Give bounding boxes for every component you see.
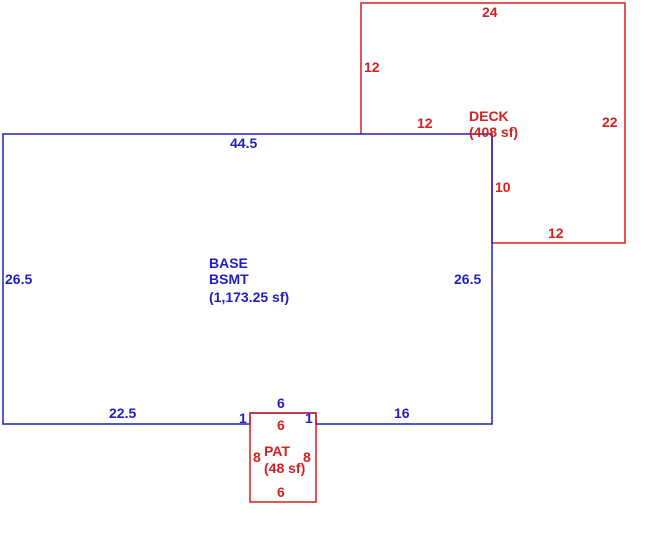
base-name-line1: BASE <box>209 255 248 271</box>
base-dim-notch-top: 6 <box>277 395 285 411</box>
base-area: (1,173.25 sf) <box>209 289 289 305</box>
base-dim-bottom-right: 16 <box>394 405 410 421</box>
deck-dim-top: 24 <box>482 4 498 20</box>
base-dim-bottom-left: 22.5 <box>109 405 136 421</box>
patio-dim-bottom: 6 <box>277 484 285 500</box>
patio-name: PAT <box>264 443 290 459</box>
base-dim-top: 44.5 <box>230 135 257 151</box>
patio-area: (48 sf) <box>264 460 305 476</box>
patio-outline <box>249 412 317 503</box>
patio-dim-right: 8 <box>303 449 311 465</box>
base-name-line2: BSMT <box>209 271 249 287</box>
base-dim-notch-left: 1 <box>239 410 247 426</box>
deck-dim-bottom: 12 <box>548 225 564 241</box>
base-dim-left: 26.5 <box>5 271 32 287</box>
deck-name: DECK <box>469 108 509 124</box>
base-dim-notch-right: 1 <box>305 410 313 426</box>
base-dim-right: 26.5 <box>454 271 481 287</box>
deck-area: (408 sf) <box>469 124 518 140</box>
patio-dim-left: 8 <box>253 449 261 465</box>
deck-dim-bottom-left-inner: 12 <box>417 115 433 131</box>
patio-dim-top: 6 <box>277 417 285 433</box>
deck-dim-inner-vertical: 10 <box>495 179 511 195</box>
deck-dim-left-upper: 12 <box>364 59 380 75</box>
deck-dim-right: 22 <box>602 114 618 130</box>
